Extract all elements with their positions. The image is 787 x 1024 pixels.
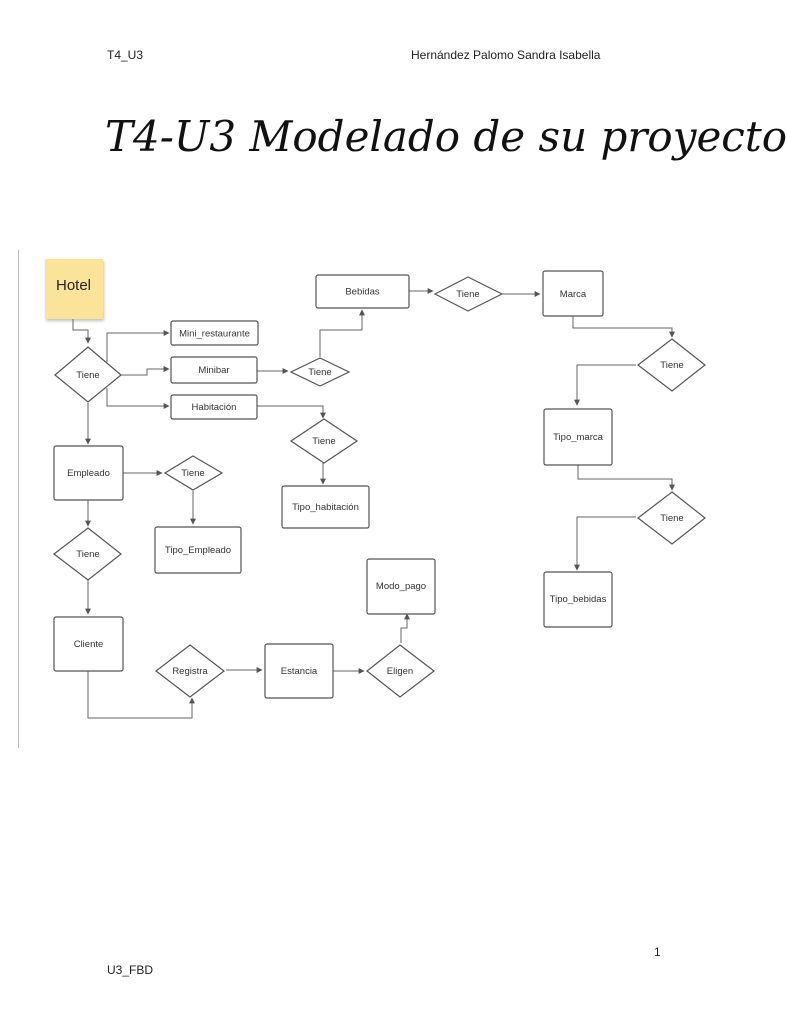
edge-tiene-tipo-bebidas — [574, 516, 636, 571]
edge-tiene-mini-restaurante — [106, 330, 170, 362]
edge-habitacion-tiene — [257, 405, 326, 419]
entity-modo-pago-label: Modo_pago — [376, 581, 426, 592]
entity-tipo-empleado: Tipo_Empleado — [154, 526, 242, 574]
entity-bebidas-label: Bebidas — [345, 287, 380, 298]
relationship-eligen: Eligen — [366, 644, 435, 698]
edge-tiene-bebidas — [319, 309, 365, 357]
entity-empleado-label: Empleado — [67, 468, 110, 479]
entity-cliente-label: Cliente — [74, 639, 104, 650]
relationship-tiene-cliente-label: Tiene — [76, 549, 99, 560]
entity-minibar-label: Minibar — [198, 365, 229, 376]
relationship-tiene-hotel-label: Tiene — [76, 370, 99, 381]
relationship-tiene-habitacion-label: Tiene — [312, 436, 335, 447]
relationship-tiene-bebidas-label: Tiene — [456, 289, 479, 300]
relationship-tiene-empleado: Tiene — [163, 455, 224, 491]
relationship-tiene-bebidas: Tiene — [433, 276, 504, 312]
diagram-edges — [72, 288, 675, 719]
relationship-registra-label: Registra — [172, 666, 208, 677]
relationship-registra: Registra — [155, 644, 225, 698]
entity-tipo-bebidas: Tipo_bebidas — [543, 571, 613, 628]
relationship-tiene-hotel: Tiene — [54, 346, 122, 403]
entity-cliente: Cliente — [53, 616, 124, 672]
relationship-tiene-minibar: Tiene — [289, 357, 351, 387]
relationship-tiene-tipo-marca: Tiene — [637, 491, 706, 545]
entity-minibar: Minibar — [170, 356, 258, 384]
relationship-tiene-habitacion: Tiene — [289, 418, 359, 464]
relationship-tiene-cliente: Tiene — [53, 527, 122, 581]
edge-marca-tiene — [572, 316, 675, 338]
relationship-tiene-minibar-label: Tiene — [308, 367, 331, 378]
entity-tipo-empleado-label: Tipo_Empleado — [165, 545, 231, 556]
relationship-eligen-label: Eligen — [387, 666, 413, 677]
entity-marca: Marca — [542, 270, 604, 317]
entity-mini-restaurante: Mini_restaurante — [170, 320, 259, 346]
entity-marca-label: Marca — [560, 289, 587, 300]
relationship-tiene-marca-label: Tiene — [660, 360, 683, 371]
edge-tipo-marca-tiene — [577, 465, 675, 491]
entity-tipo-habitacion: Tipo_habitación — [281, 485, 370, 529]
edge-cliente-registra — [87, 671, 195, 719]
header-author: Hernández Palomo Sandra Isabella — [411, 48, 601, 62]
entity-modo-pago: Modo_pago — [366, 558, 436, 615]
entity-tipo-marca-label: Tipo_marca — [553, 432, 604, 443]
edge-hotel-tiene — [72, 319, 91, 344]
sticky-note-hotel: Hotel — [45, 259, 103, 319]
edge-eligen-modo-pago — [400, 613, 410, 643]
entity-habitacion-label: Habitación — [192, 402, 237, 413]
page-number: 1 — [654, 945, 661, 959]
edge-tiene-tipo-marca — [574, 364, 636, 406]
entity-empleado: Empleado — [53, 445, 124, 501]
page-title: T4-U3 Modelado de su proyecto — [105, 112, 787, 161]
entity-habitacion: Habitación — [170, 394, 258, 420]
entity-tipo-habitacion-label: Tipo_habitación — [292, 502, 359, 513]
left-margin-rule — [18, 250, 19, 748]
edge-tiene-minibar — [121, 366, 170, 376]
relationship-tiene-marca: Tiene — [637, 338, 706, 392]
entity-estancia: Estancia — [264, 643, 334, 699]
entity-estancia-label: Estancia — [281, 666, 318, 677]
header-left: T4_U3 — [107, 48, 144, 62]
relationship-tiene-tipo-marca-label: Tiene — [660, 513, 683, 524]
er-diagram: Mini_restaurante Minibar Habitación Bebi… — [53, 270, 706, 719]
entity-mini-restaurante-label: Mini_restaurante — [179, 329, 250, 340]
edge-tiene-habitacion — [106, 388, 170, 409]
relationship-tiene-empleado-label: Tiene — [181, 468, 204, 479]
entity-tipo-bebidas-label: Tipo_bebidas — [550, 594, 607, 605]
sticky-note-label: Hotel — [56, 277, 92, 294]
entity-bebidas: Bebidas — [315, 274, 410, 309]
footer-left: U3_FBD — [107, 963, 154, 977]
entity-tipo-marca: Tipo_marca — [543, 408, 613, 466]
